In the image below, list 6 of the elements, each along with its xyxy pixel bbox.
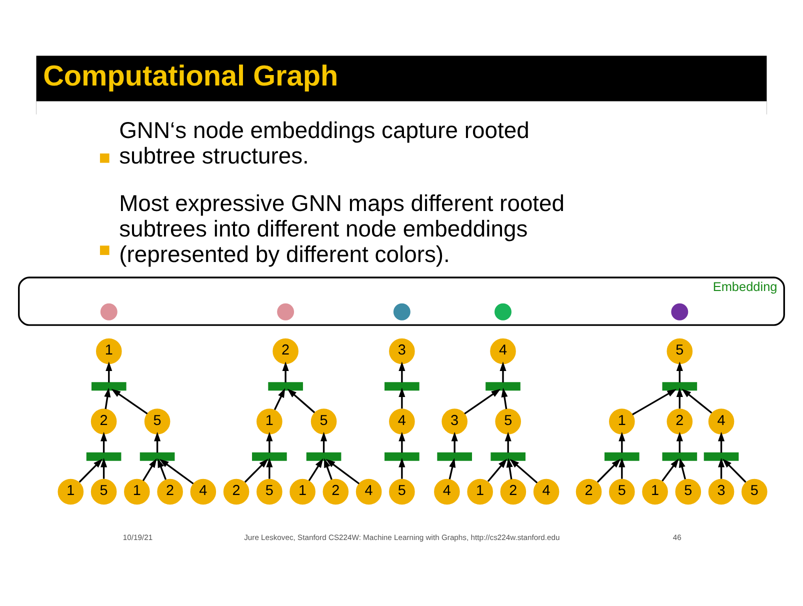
label: Most expressive GNN maps different rooted subtrees into different node embeddings (represented by different colors). bbox=[119, 190, 565, 267]
label: 10/19/21 bbox=[122, 533, 153, 542]
label: 46 bbox=[672, 533, 682, 542]
diagram-title: Computational Graph bbox=[43, 60, 338, 92]
label: GNN‘s node embeddings capture rooted subtree structures. bbox=[119, 116, 530, 168]
label: Jure Leskovec, Stanford CS224W: Machine Learning with Graphs, http://cs224w.stanford.edu bbox=[244, 533, 560, 542]
